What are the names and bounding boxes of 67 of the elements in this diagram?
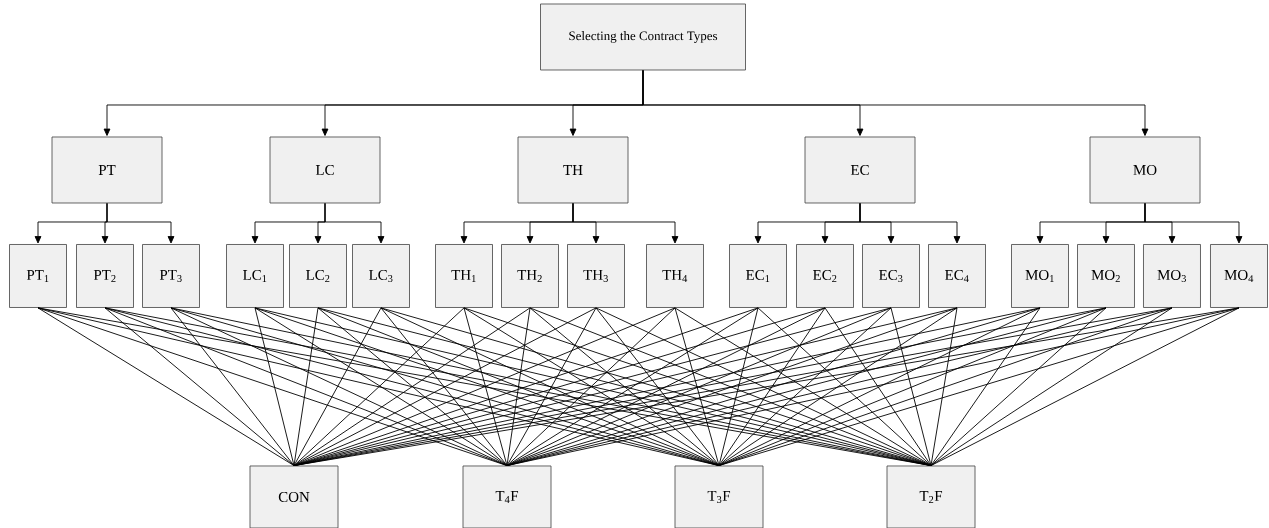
subcriterion-box: EC$_{2}$ (796, 244, 854, 308)
connector-line (463, 307, 508, 467)
subcriterion-box: MO$_{1}$ (1011, 244, 1069, 308)
connector-line (930, 307, 958, 467)
subcriterion-box: PT$_{3}$ (142, 244, 200, 308)
subcriterion-box: MO$_{3}$ (1143, 244, 1201, 308)
subcriterion-box: TH$_{2}$ (501, 244, 559, 308)
subcriterion-box: EC$_{1}$ (729, 244, 787, 308)
connector-line (380, 307, 720, 467)
connector-line (293, 307, 382, 467)
connector-line (718, 307, 958, 467)
alternative-box: T$_{3}$F (674, 465, 764, 528)
connector-line (293, 307, 531, 467)
connector-line (463, 307, 720, 467)
alternative-box: CON (249, 465, 339, 528)
subcriterion-box: EC$_{3}$ (862, 244, 920, 308)
connector-line (824, 307, 932, 467)
arrow (106, 202, 175, 244)
subcriterion-box: MO$_{2}$ (1077, 244, 1135, 308)
connector-line (718, 307, 759, 467)
connector-line (506, 307, 676, 467)
connector-line (170, 307, 508, 467)
connector-line (293, 307, 319, 467)
connector-line (506, 307, 531, 467)
connector-line (293, 307, 465, 467)
connector-line (529, 307, 720, 467)
subcriterion-box: TH$_{4}$ (646, 244, 704, 308)
connector-line (506, 307, 597, 467)
connector-line (595, 307, 720, 467)
alternative-box: T$_{4}$F (462, 465, 552, 528)
subcriterion-box: LC$_{1}$ (226, 244, 284, 308)
criterion-box: MO (1089, 136, 1201, 204)
subcriterion-box: MO$_{4}$ (1210, 244, 1268, 308)
connector-line (757, 307, 932, 467)
subcriterion-box: TH$_{3}$ (567, 244, 625, 308)
arrow (324, 202, 385, 244)
connector-line (104, 307, 295, 467)
connector-line (595, 307, 932, 467)
criterion-box: PT (51, 136, 163, 204)
arrow (642, 69, 1149, 136)
connector-line (170, 307, 295, 467)
connector-line (674, 307, 932, 467)
connector-line (930, 307, 1173, 467)
subcriterion-box: LC$_{2}$ (289, 244, 347, 308)
criterion-box: EC (804, 136, 916, 204)
connector-line (254, 307, 508, 467)
subcriterion-box: PT$_{1}$ (9, 244, 67, 308)
goal-box: Selecting the Contract Types (540, 3, 746, 71)
arrow (859, 202, 961, 244)
connector-line (674, 307, 720, 467)
connector-line (718, 307, 892, 467)
subcriterion-box: LC$_{3}$ (352, 244, 410, 308)
connector-line (254, 307, 295, 467)
connector-line (37, 307, 295, 467)
connector-line (890, 307, 932, 467)
arrow (1144, 202, 1243, 244)
connector-line (930, 307, 1107, 467)
criterion-box: TH (517, 136, 629, 204)
arrow (572, 202, 679, 244)
connector-line (380, 307, 508, 467)
connector-line (506, 307, 759, 467)
connector-line (930, 307, 1240, 467)
subcriterion-box: TH$_{1}$ (435, 244, 493, 308)
criterion-box: LC (269, 136, 381, 204)
subcriterion-box: PT$_{2}$ (76, 244, 134, 308)
alternative-box: T$_{2}$F (886, 465, 976, 528)
subcriterion-box: EC$_{4}$ (928, 244, 986, 308)
